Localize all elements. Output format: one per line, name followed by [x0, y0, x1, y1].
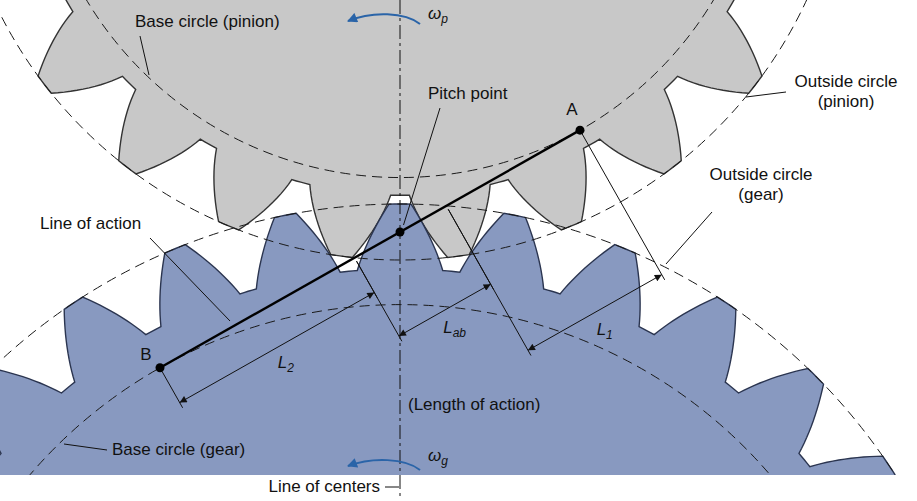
circle-label: Outside circle (gear): [705, 165, 817, 204]
rotation-arrow: [348, 460, 420, 470]
dimension-line: [528, 275, 662, 351]
gear-base-circle: [0, 305, 887, 475]
dimension-group: [162, 134, 665, 408]
circle-label: Base circle (gear): [112, 440, 245, 460]
pinion-outside-circle: [0, 0, 848, 260]
leader-line: [140, 36, 149, 75]
dimension-label: Lab: [443, 318, 466, 338]
symbol-subscript: g: [441, 454, 448, 468]
line-label: Line of action: [40, 214, 141, 234]
point-marker: [155, 363, 164, 372]
circle-label: Base circle (pinion): [135, 12, 280, 32]
leader-line: [150, 238, 230, 321]
leader-line: [746, 92, 786, 97]
gear-outside-circle: [0, 204, 917, 475]
point-marker: [576, 126, 585, 135]
dimension-line: [399, 284, 491, 336]
leader-lines: [64, 36, 786, 487]
line-of-centers: [400, 0, 401, 497]
driven-gear: [0, 204, 917, 475]
dimension-label: L2: [278, 353, 294, 373]
rotation-arrow: [348, 14, 420, 24]
symbol-base: ω: [428, 446, 441, 465]
line-of-action-group: [155, 126, 584, 373]
symbol-subscript: 2: [287, 361, 294, 375]
symbol-base: L: [443, 318, 452, 337]
rotation-symbol: ωp: [428, 4, 448, 24]
symbol-subscript: ab: [453, 326, 466, 340]
reference-circles: [0, 0, 917, 475]
point-marker: [396, 228, 405, 237]
leader-line: [64, 444, 107, 450]
leader-line: [404, 108, 441, 225]
symbol-subscript: 1: [606, 328, 613, 342]
leader-line: [666, 212, 712, 264]
extension-line: [582, 134, 665, 280]
extension-line: [357, 261, 402, 341]
line-of-action: [160, 130, 580, 368]
dimension-line: [180, 293, 375, 403]
point-letter: B: [140, 345, 151, 365]
symbol-base: L: [597, 320, 606, 339]
symbol-base: ω: [428, 4, 441, 23]
circle-label: Outside circle (pinion): [790, 72, 902, 111]
symbol-subscript: p: [441, 12, 448, 26]
dimension-label: L1: [597, 320, 613, 340]
point-letter: A: [566, 100, 577, 120]
gear-group: [0, 0, 917, 475]
dimension-note: (Length of action): [408, 395, 540, 415]
symbol-base: L: [278, 353, 287, 372]
rotation-symbol: ωg: [428, 446, 448, 466]
leader-line: [385, 487, 399, 488]
extension-line: [448, 209, 531, 355]
line-label: Line of centers: [268, 477, 380, 497]
point-label: Pitch point: [428, 84, 507, 104]
